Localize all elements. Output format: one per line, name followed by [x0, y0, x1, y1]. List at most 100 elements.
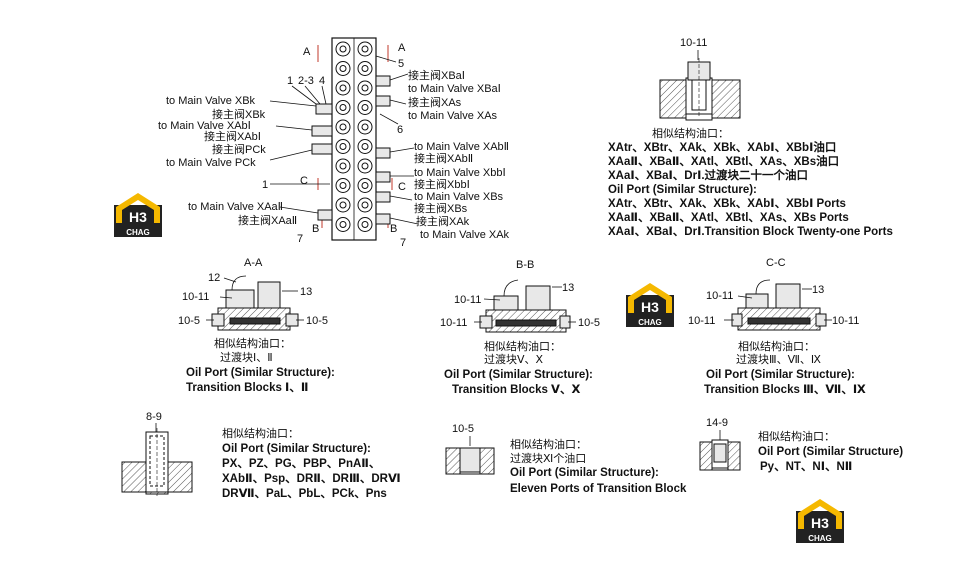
port-bore — [361, 162, 369, 170]
logo-mark: H3 — [641, 299, 659, 315]
section-mark-c-right: C — [398, 181, 406, 193]
label-to-main-valve-xbk: to Main Valve XBk — [166, 95, 256, 107]
port-bore — [361, 123, 369, 131]
caption-line: 过渡块Ⅲ、Ⅶ、Ⅸ — [736, 352, 821, 366]
caption-line: Oil Port (Similar Structure) — [758, 446, 903, 458]
label-jie-xab2: 接主阀XAbⅡ — [414, 151, 473, 165]
port-bore — [339, 104, 347, 111]
callout-5: 5 — [398, 58, 404, 70]
caption-line: Transition Blocks Ⅴ、Ⅹ — [452, 384, 580, 396]
caption-line: 过渡块Ⅺ个油口 — [510, 451, 586, 465]
manifold-numbers: 1 2-3 4 5 6 1 7 7 A A C C B B — [262, 42, 406, 249]
detail-14-9: 14-9 相似结构油口： Oil Port (Similar Structure… — [699, 417, 903, 473]
callout-10-11-left: 10-11 — [440, 317, 467, 329]
port-bore — [361, 221, 369, 228]
callout-10-5-left: 10-5 — [178, 315, 200, 327]
caption-line: 相似结构油口： — [758, 429, 835, 443]
port-bore — [339, 84, 347, 92]
label-to-main-valve-xbb1: to Main Valve XbbⅠ — [414, 167, 506, 179]
label-to-main-valve-pck: to Main Valve PCk — [166, 157, 256, 169]
section-a-a: A-A 12 10-11 10-5 13 10-5 相似结构油口： 过渡块Ⅰ、Ⅱ… — [178, 257, 335, 394]
callout-10-11-right: 10-11 — [832, 315, 859, 327]
caption-line: XAbⅡ、Psp、DRⅡ、DRⅢ、DRⅥ — [222, 473, 401, 485]
callout-7-right: 7 — [400, 237, 406, 249]
callout-13: 13 — [300, 286, 312, 298]
label-jie-xbb1: 接主阀XbbⅠ — [414, 177, 470, 191]
callout-2-3: 2-3 — [298, 75, 314, 87]
logo-text: CHAG — [126, 228, 150, 237]
label-jie-pck: 接主阀PCk — [212, 142, 266, 156]
callout-13: 13 — [812, 284, 824, 296]
caption-line: XAaⅡ、XBaⅡ、XAtl、XBtl、XAs、XBs油口 — [608, 154, 839, 168]
label-to-main-valve-xak: to Main Valve XAk — [420, 229, 510, 241]
caption-line: DRⅦ、PaL、PbL、PCk、Pns — [222, 488, 387, 500]
port-bore — [339, 162, 347, 170]
fig-label-10-5: 10-5 — [452, 423, 474, 435]
callout-4: 4 — [319, 75, 325, 87]
port-bore — [339, 45, 347, 53]
caption-line: Transition Blocks Ⅲ、Ⅶ、Ⅸ — [704, 384, 866, 396]
caption-line: Oil Port (Similar Structure): — [186, 367, 335, 379]
section-b-b: B-B 10-11 10-11 13 10-5 相似结构油口： 过渡块Ⅴ、Ⅹ O… — [440, 259, 600, 396]
logo-mark: H3 — [811, 515, 829, 531]
label-jie-xaa2: 接主阀XAaⅡ — [238, 213, 297, 227]
label-jie-xas: 接主阀XAs — [408, 95, 462, 109]
port-bore — [339, 182, 347, 189]
fig-label-14-9: 14-9 — [706, 417, 728, 429]
label-to-main-valve-xba1: to Main Valve XBaⅠ — [408, 83, 501, 95]
callout-7-left: 7 — [297, 233, 303, 245]
caption-line: Py、NT、NⅠ、NⅡ — [760, 461, 852, 473]
caption-line: 相似结构油口： — [222, 426, 299, 440]
detail-8-9: 8-9 相似结构油口： Oil Port (Similar Structure)… — [121, 411, 401, 500]
callout-6: 6 — [397, 124, 403, 136]
caption-line: Oil Port (Similar Structure): — [608, 184, 757, 196]
label-jie-xbk: 接主阀XBk — [212, 107, 266, 121]
label-jie-xab1: 接主阀XAbⅠ — [204, 129, 261, 143]
caption-line: XAaⅠ、XBaⅠ、DrⅠ.过渡块二十一个油口 — [608, 168, 808, 182]
port-bore — [361, 104, 369, 111]
section-title-c-c: C-C — [766, 257, 786, 269]
label-to-main-valve-xbs: to Main Valve XBs — [414, 191, 504, 203]
section-mark-c-left: C — [300, 175, 308, 187]
caption-line: Oil Port (Similar Structure): — [706, 369, 855, 381]
caption-line: Oil Port (Similar Structure): — [222, 443, 371, 455]
section-mark-a-right: A — [398, 42, 406, 54]
callout-13: 13 — [562, 282, 574, 294]
callout-10-11-top: 10-11 — [454, 294, 481, 306]
callout-10-11: 10-11 — [182, 291, 209, 303]
port-bore — [361, 182, 369, 189]
callout-10-11-top: 10-11 — [706, 290, 733, 302]
caption-line: XAtr、XBtr、XAk、XBk、XAbⅠ、XBbⅠ Ports — [608, 198, 846, 210]
callout-12: 12 — [208, 272, 220, 284]
label-to-main-valve-xas: to Main Valve XAs — [408, 110, 498, 122]
brand-logo-left: H3 CHAG — [114, 193, 162, 237]
port-bore — [361, 84, 369, 92]
caption-line: 过渡块Ⅰ、Ⅱ — [220, 350, 273, 364]
section-mark-b-left: B — [312, 223, 319, 235]
caption-line: 相似结构油口： — [214, 336, 291, 350]
port-bore — [339, 123, 347, 131]
label-jie-xba1: 接主阀XBaⅠ — [408, 68, 465, 82]
caption-line: Oil Port (Similar Structure): — [510, 467, 659, 479]
logo-text: CHAG — [638, 318, 662, 327]
caption-line: 相似结构油口： — [484, 339, 561, 353]
port-bore — [339, 65, 347, 72]
port-bore — [339, 143, 347, 150]
caption-line: Eleven Ports of Transition Block — [510, 483, 687, 495]
section-title-a-a: A-A — [244, 257, 263, 269]
brand-logo-bottom-right: H3 CHAG — [796, 499, 844, 543]
port-bore — [339, 201, 347, 209]
caption-line: Transition Blocks Ⅰ、Ⅱ — [186, 382, 308, 394]
port-bore — [361, 201, 369, 209]
port-bore — [361, 45, 369, 53]
port-bore — [361, 143, 369, 150]
top-right-caption: 相似结构油口： XAtr、XBtr、XAk、XBk、XAbⅠ、XBbⅠ油口 XA… — [608, 126, 893, 238]
caption-line: XAtr、XBtr、XAk、XBk、XAbⅠ、XBbⅠ油口 — [608, 140, 836, 154]
manifold-right-labels: 接主阀XBaⅠ to Main Valve XBaⅠ 接主阀XAs to Mai… — [408, 68, 510, 241]
callout-10-5: 10-5 — [578, 317, 600, 329]
section-mark-b-right: B — [390, 223, 397, 235]
fig-label-10-11: 10-11 — [680, 37, 707, 49]
caption-line: 相似结构油口： — [652, 126, 729, 140]
caption-line: XAaⅡ、XBaⅡ、XAtl、XBtl、XAs、XBs Ports — [608, 212, 849, 224]
